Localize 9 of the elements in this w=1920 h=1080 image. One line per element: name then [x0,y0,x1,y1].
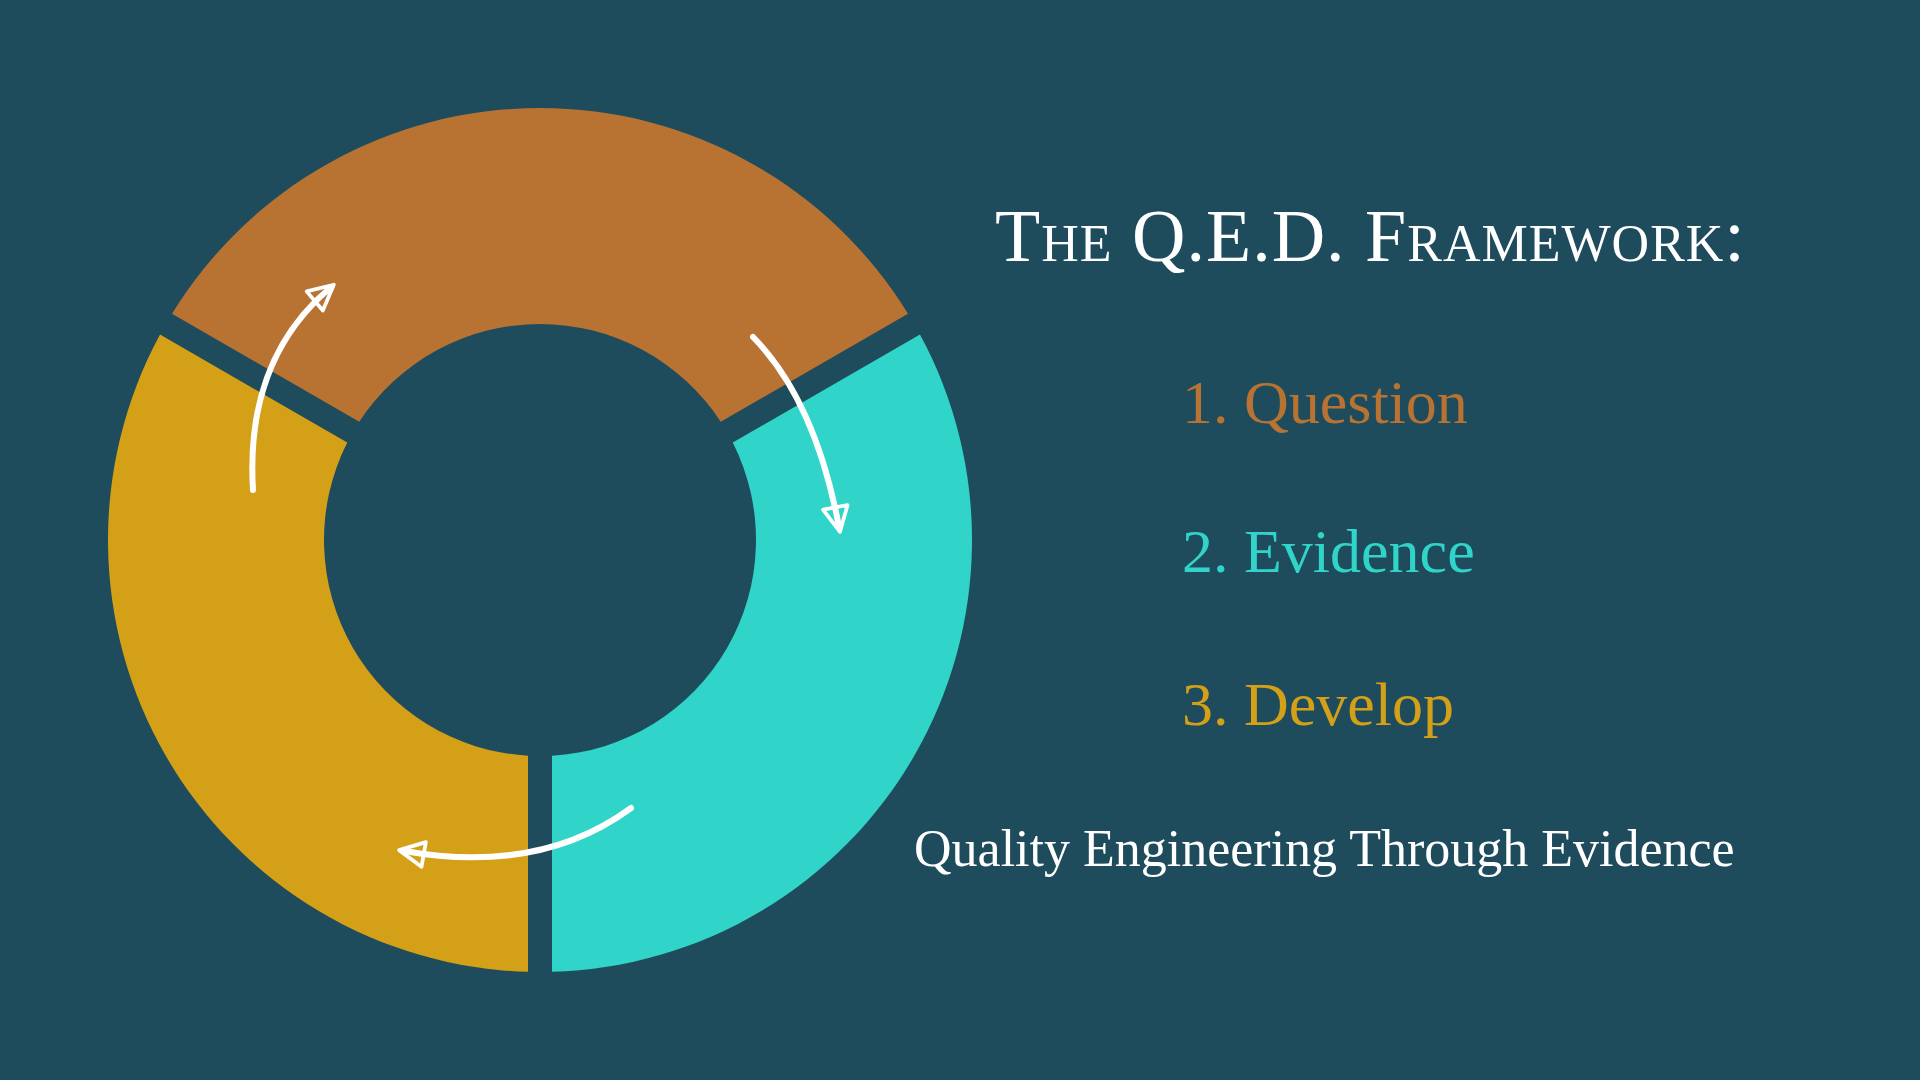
step-label: 2. Evidence [1182,517,1475,586]
ring-segment [172,108,908,422]
subtitle: Quality Engineering Through Evidence [914,820,1735,878]
step-label: 1. Question [1182,368,1468,437]
curved-arrow [397,805,634,869]
ring-segment [108,334,528,972]
curved-arrow [750,334,850,534]
title: The Q.E.D. Framework: [995,196,1746,278]
step-label: 3. Develop [1182,670,1455,739]
